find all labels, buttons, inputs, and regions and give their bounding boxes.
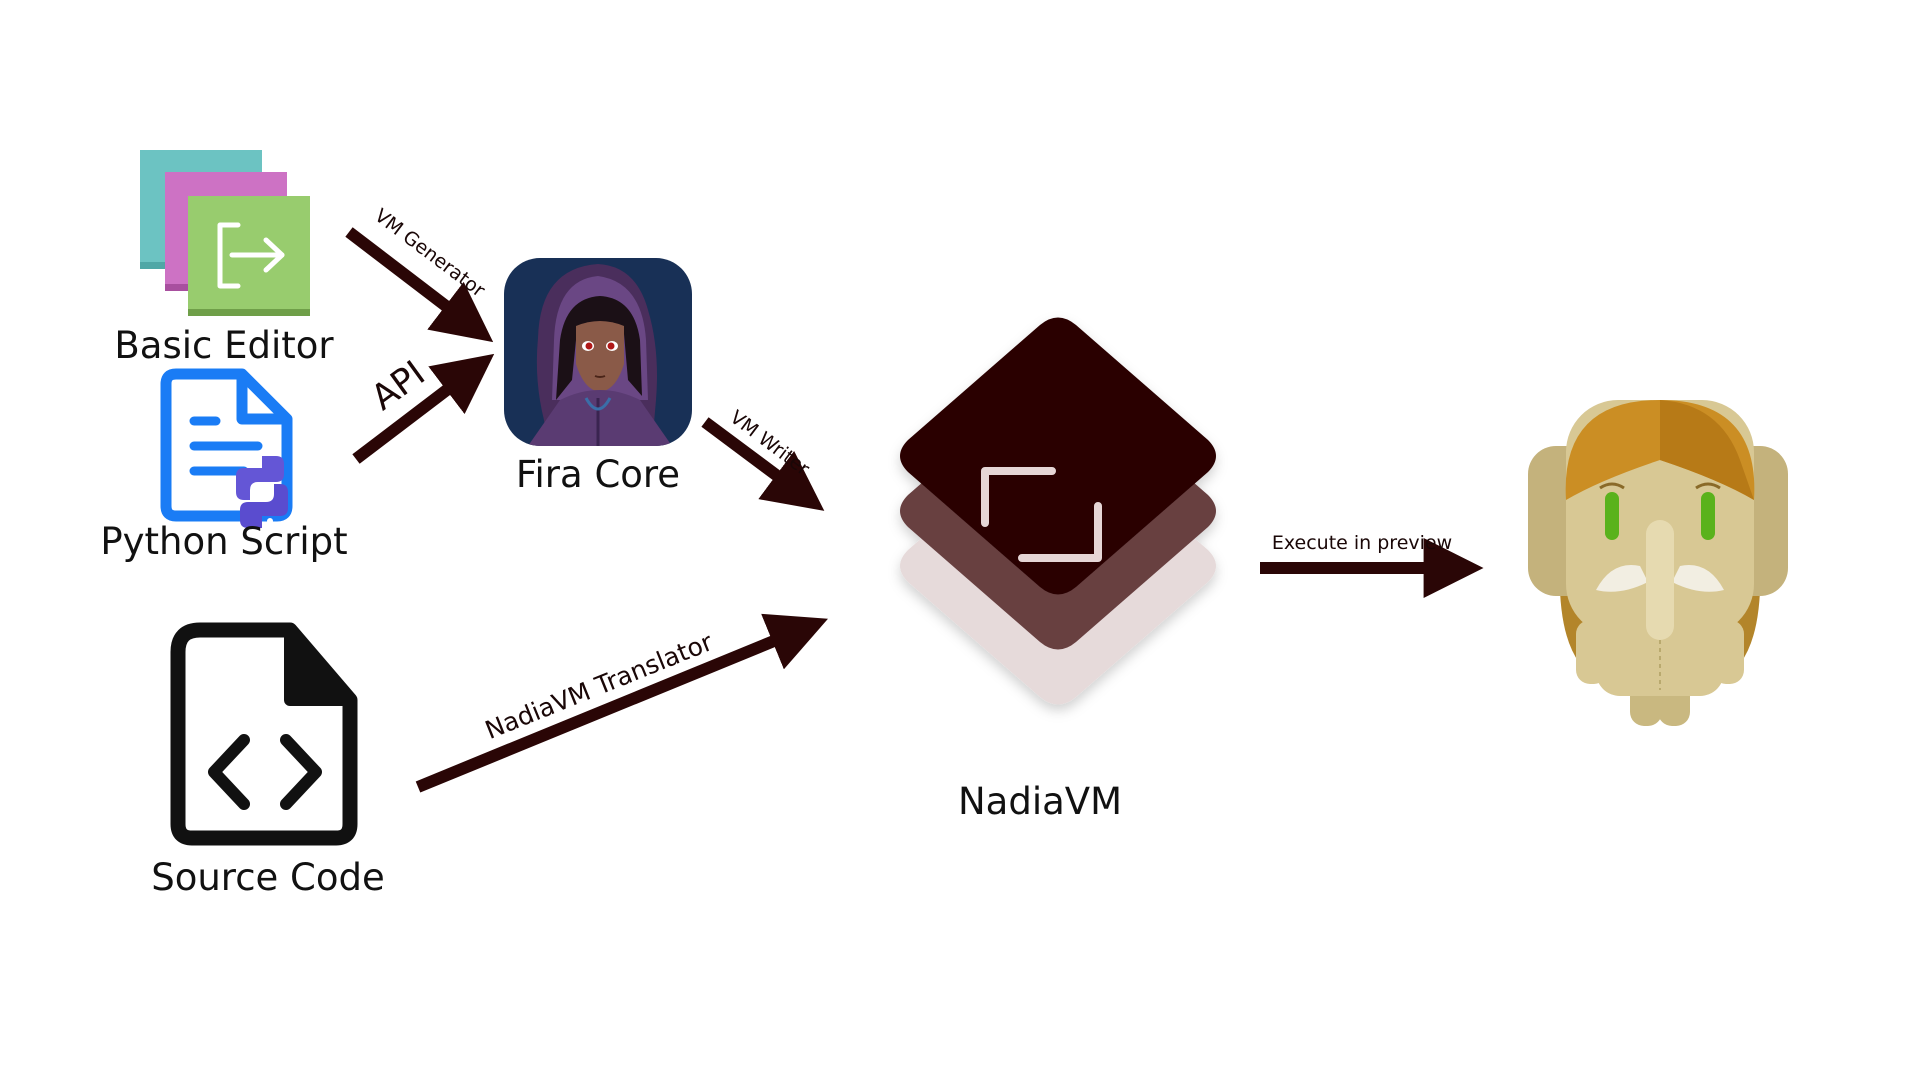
arrow-api: [352, 353, 495, 464]
code-file-icon: [170, 622, 358, 846]
basic-editor-label: Basic Editor: [114, 324, 334, 367]
nadiavm-translator-label: NadiaVM Translator: [481, 627, 717, 745]
arrow-vm-generator: [345, 227, 494, 343]
arrow-nadiavm-translator: [415, 613, 828, 793]
arrow-vm-writer: [701, 417, 825, 511]
python-logo-icon: [236, 456, 288, 528]
stacked-app-windows-icon: [140, 150, 310, 316]
python-script-label: Python Script: [100, 520, 347, 563]
elephant-mascot-icon: [1528, 400, 1788, 726]
nadiavm-label: NadiaVM: [958, 780, 1122, 823]
execute-in-preview-label: Execute in preview: [1272, 532, 1452, 554]
python-document-icon: [160, 368, 293, 528]
source-code-label: Source Code: [151, 856, 385, 899]
hooded-character-avatar: [504, 258, 692, 446]
stacked-layers-logo-icon: [900, 317, 1216, 705]
fira-core-label: Fira Core: [516, 453, 680, 496]
